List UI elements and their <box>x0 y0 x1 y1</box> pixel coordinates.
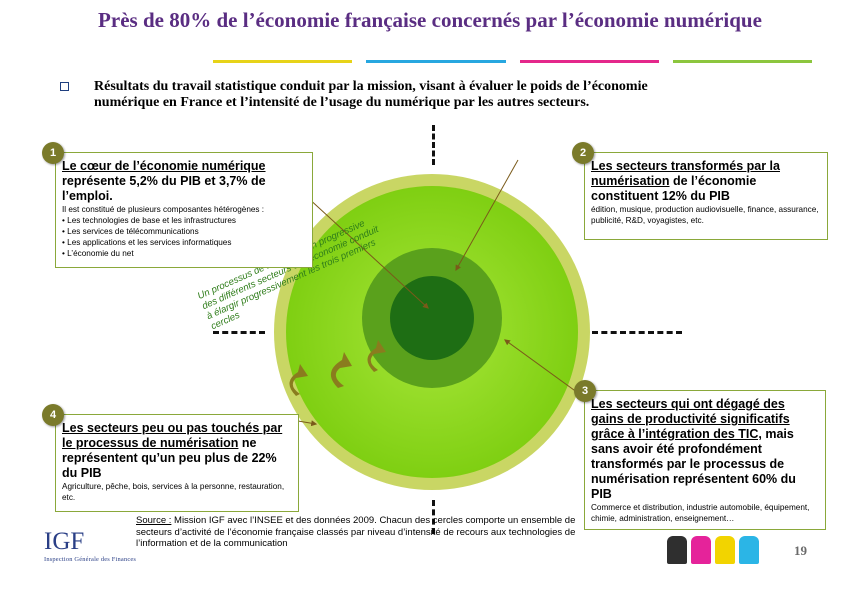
square-bullet-icon <box>60 82 69 91</box>
expansion-arrow-icon <box>367 340 386 372</box>
page-number: 19 <box>794 543 807 558</box>
box-transformed-sectors: Les secteurs transformés par la numérisa… <box>584 152 828 240</box>
box-productivity-sectors: Les secteurs qui ont dégagé des gains de… <box>584 390 826 530</box>
box1-body: Il est constitué de plusieurs composante… <box>62 205 265 214</box>
box3-heading: Les secteurs qui ont dégagé des gains de… <box>591 397 796 501</box>
person-icon <box>715 536 735 564</box>
number-badge-3: 3 <box>574 380 596 402</box>
box1-list: Les technologies de base et les infrastr… <box>62 215 306 259</box>
intro-line-1: Résultats du travail statistique conduit… <box>94 79 648 94</box>
source-note: Source : Mission IGF avec l’INSEE et des… <box>136 515 576 549</box>
box2-heading: Les secteurs transformés par la numérisa… <box>591 159 780 203</box>
color-rule-yellow <box>213 60 353 63</box>
box-untouched-sectors: Les secteurs peu ou pas touchés par le p… <box>55 414 299 512</box>
number-badge-4: 4 <box>42 404 64 426</box>
color-rule-pink <box>519 60 659 63</box>
number-badge-2: 2 <box>572 142 594 164</box>
igf-logo: IGF Inspection Générale des Finances <box>44 528 136 563</box>
axis-dash-left <box>213 331 265 334</box>
person-icon <box>691 536 711 564</box>
list-item: L’économie du net <box>62 248 306 259</box>
logo-subtitle: Inspection Générale des Finances <box>44 556 137 563</box>
box-core-digital-economy: Le cœur de l’économie numérique représen… <box>55 152 313 268</box>
person-icon <box>667 536 687 564</box>
person-icon <box>739 536 759 564</box>
color-rule-blue <box>366 60 506 63</box>
box4-body: Agriculture, pêche, bois, services à la … <box>62 482 285 502</box>
color-rule-green <box>672 60 812 63</box>
box3-body: Commerce et distribution, industrie auto… <box>591 503 810 523</box>
logo-initials: IGF <box>44 528 85 555</box>
expansion-arrow-icon <box>330 352 352 388</box>
list-item: Les technologies de base et les infrastr… <box>62 215 306 226</box>
axis-dash-bottom <box>432 500 435 534</box>
axis-dash-right <box>592 331 682 334</box>
list-item: Les services de télécommunications <box>62 226 306 237</box>
leader-line-1 <box>305 195 429 309</box>
intro-line-2: numérique en France et l’intensité de l’… <box>94 95 590 110</box>
axis-dash-top <box>432 125 435 165</box>
leader-line-2 <box>455 159 519 272</box>
expansion-arrow-icon <box>289 364 308 396</box>
box4-heading: Les secteurs peu ou pas touchés par le p… <box>62 421 283 480</box>
box2-body: édition, musique, production audiovisuel… <box>591 205 819 225</box>
leader-line-3 <box>504 339 586 399</box>
box1-heading: Le cœur de l’économie numérique représen… <box>62 159 266 203</box>
number-badge-1: 1 <box>42 142 64 164</box>
list-item: Les applications et les services informa… <box>62 237 306 248</box>
core-circle <box>390 276 474 360</box>
slide-title: Près de 80% de l’économie française conc… <box>98 8 762 32</box>
intro-paragraph: Résultats du travail statistique conduit… <box>60 79 808 111</box>
